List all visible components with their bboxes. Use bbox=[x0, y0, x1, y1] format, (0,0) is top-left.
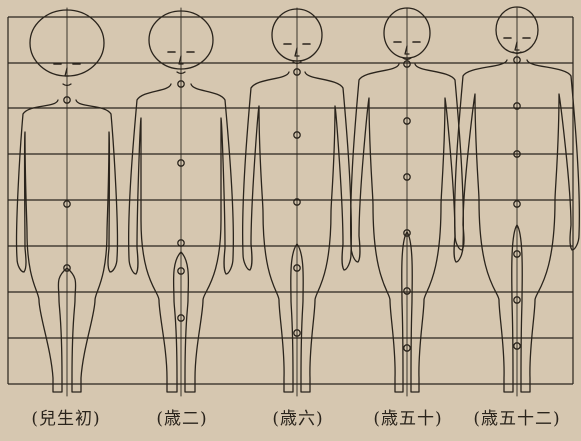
caption-age-25: (歳五十二) bbox=[458, 404, 576, 434]
caption-age-6: (歳六) bbox=[240, 404, 356, 434]
grid-lines bbox=[8, 17, 573, 384]
caption-newborn: (兒生初) bbox=[10, 404, 122, 434]
caption-age-2: (歳二) bbox=[126, 404, 238, 434]
caption-age-15: (歳五十) bbox=[350, 404, 466, 434]
